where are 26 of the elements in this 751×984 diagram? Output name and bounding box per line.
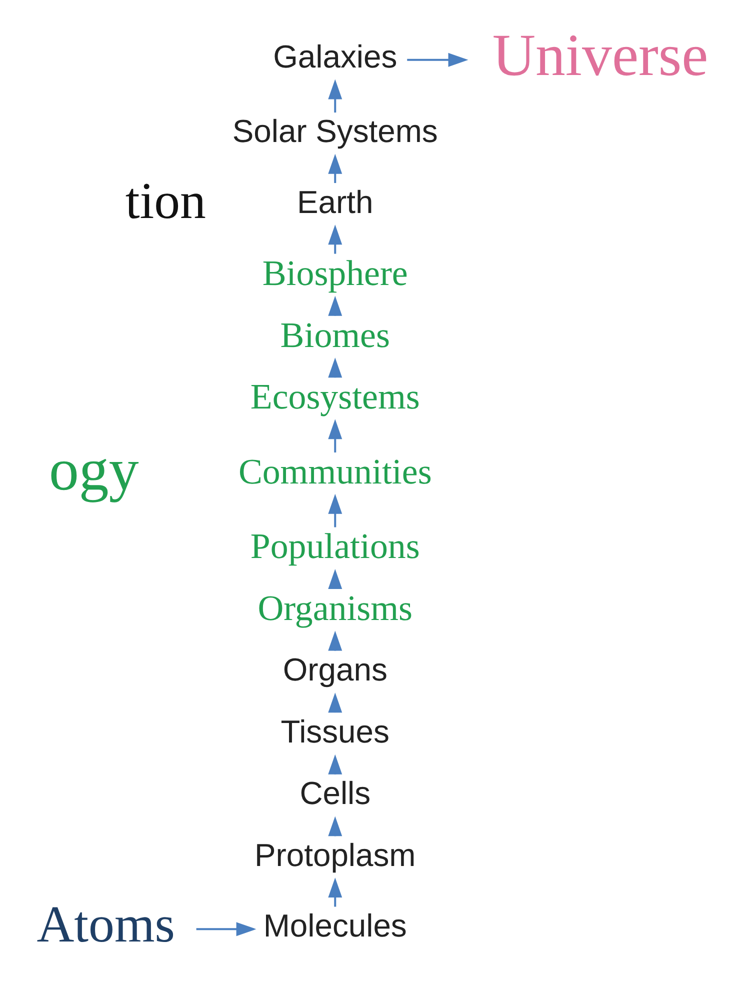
label: ogy [49, 436, 139, 502]
node-text: Organisms [258, 587, 413, 628]
arrow [328, 493, 342, 527]
arrow [328, 418, 342, 452]
arrow [196, 922, 256, 936]
node-text: Universe [492, 21, 708, 88]
node-text: Organs [282, 651, 388, 688]
node-text: Cells [300, 774, 371, 811]
label: tion [125, 172, 206, 230]
arrow [328, 877, 342, 906]
node-text: Biomes [280, 314, 390, 354]
node-text: Communities [238, 450, 432, 491]
node-text: Protoplasm [254, 836, 416, 872]
node-text: Solar Systems [232, 112, 438, 149]
arrow [328, 224, 342, 254]
arrow [407, 52, 468, 66]
node-text: Earth [297, 183, 374, 220]
node-text: Molecules [263, 907, 407, 944]
node-text: Galaxies [273, 38, 398, 74]
node-text: Ecosystems [250, 376, 420, 416]
node-text: Tissues [280, 712, 390, 749]
node-text: Atoms [36, 896, 175, 954]
arrow [328, 78, 342, 112]
node-text: Biosphere [262, 252, 408, 292]
node-text: Populations [250, 526, 420, 566]
arrow [328, 153, 342, 183]
